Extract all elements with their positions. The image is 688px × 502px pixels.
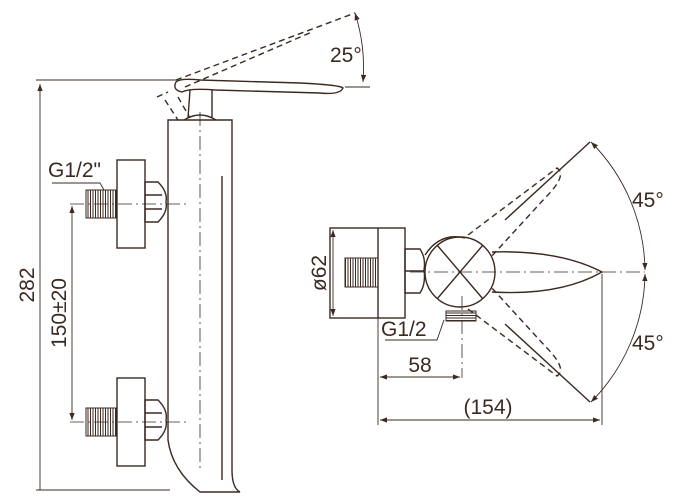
- rotation-up-label: 45°: [632, 189, 664, 212]
- lever-handle: [174, 78, 344, 95]
- nut-top: [404, 248, 426, 294]
- inlet-thread-right-label: G1/2: [381, 318, 427, 341]
- faucet-body: [167, 119, 241, 493]
- depth-58-label: 58: [408, 354, 431, 377]
- depth-154-label: (154): [463, 396, 512, 419]
- lever-stem: [187, 89, 213, 119]
- rotation-limit-down: [504, 323, 591, 403]
- upper-nut: [144, 181, 168, 223]
- lever-angle-label: 25°: [330, 44, 362, 67]
- rotation-limit-up: [504, 141, 591, 221]
- angle-arc-25: [354, 12, 367, 83]
- lever-rotated-down: [467, 285, 562, 377]
- thread-top: [344, 257, 379, 288]
- thread-leader-right: [385, 319, 445, 341]
- inlet-spacing-label: 150±20: [48, 278, 71, 348]
- rotation-down-label: 45°: [632, 332, 664, 355]
- inlet-thread-left-label: G1/2": [48, 159, 101, 182]
- side-view: 25° G1/2" 282 150±20: [16, 12, 370, 493]
- angle-arc-up: [590, 141, 648, 271]
- diameter-label: ø62: [308, 255, 331, 291]
- thread-leader-left: [52, 182, 105, 191]
- top-view: ø62 G1/2 45° 45° 58 (154): [308, 141, 664, 425]
- outlet-thread: [445, 310, 477, 322]
- lever-raised-dashed: [156, 12, 356, 121]
- lever-rotated-up: [467, 167, 562, 259]
- lower-nut: [144, 399, 168, 441]
- total-height-label: 282: [16, 267, 39, 302]
